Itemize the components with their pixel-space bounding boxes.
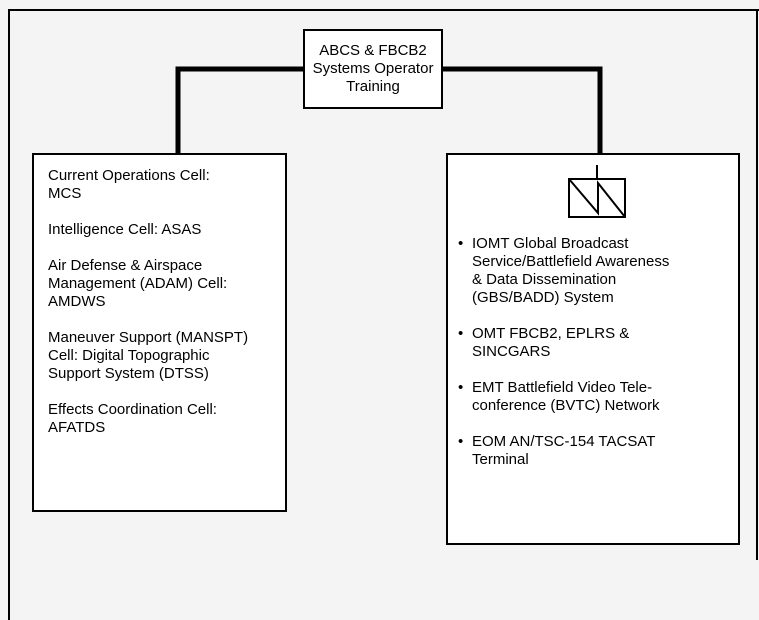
item-line: conference (BVTC) Network [472, 397, 660, 414]
item-line: IOMT Global Broadcast [472, 235, 629, 252]
item-line: MCS [48, 185, 82, 202]
item-line: AMDWS [48, 293, 106, 310]
item-line: Current Operations Cell: [48, 167, 210, 184]
item-line: Support System (DTSS) [48, 365, 209, 382]
bullet: • [458, 379, 464, 396]
title-line: ABCS & FBCB2 [319, 42, 427, 59]
bullet: • [458, 235, 464, 252]
title-line: Training [346, 78, 400, 95]
item-line: Cell: Digital Topographic [48, 347, 210, 364]
item-line: OMT FBCB2, EPLRS & [472, 325, 630, 342]
item-line: Terminal [472, 451, 529, 468]
item-line: Management (ADAM) Cell: [48, 275, 228, 292]
item-line: AFATDS [48, 419, 106, 436]
operations-cells-box: Current Operations Cell: MCS Intelligenc… [32, 153, 287, 512]
systems-box: • IOMT Global Broadcast Service/Battlefi… [446, 153, 740, 545]
item-line: & Data Dissemination [472, 271, 617, 288]
title-box: ABCS & FBCB2 Systems Operator Training [303, 29, 443, 109]
title-line: Systems Operator [312, 60, 434, 77]
item-line: Effects Coordination Cell: [48, 401, 217, 418]
item-line: EOM AN/TSC-154 TACSAT [472, 433, 656, 450]
list-item: Effects Coordination Cell: AFATDS [48, 401, 277, 437]
bullet: • [458, 325, 464, 342]
item-line: (GBS/BADD) System [472, 289, 614, 306]
list-item: • OMT FBCB2, EPLRS & SINCGARS [458, 325, 732, 361]
list-item: Current Operations Cell: MCS [48, 167, 277, 203]
item-line: SINCGARS [472, 343, 551, 360]
right-connector [442, 66, 603, 153]
systems-list: • IOMT Global Broadcast Service/Battlefi… [458, 235, 732, 487]
left-connector [175, 66, 304, 153]
satellite-terminal-icon [568, 165, 626, 218]
item-line: Intelligence Cell: ASAS [48, 221, 202, 238]
list-item: Maneuver Support (MANSPT) Cell: Digital … [48, 329, 277, 383]
item-line: Air Defense & Airspace [48, 257, 203, 274]
list-item: • IOMT Global Broadcast Service/Battlefi… [458, 235, 732, 307]
list-item: Air Defense & Airspace Management (ADAM)… [48, 257, 277, 311]
bullet: • [458, 433, 464, 450]
list-item: • EOM AN/TSC-154 TACSAT Terminal [458, 433, 732, 469]
item-line: Service/Battlefield Awareness [472, 253, 670, 270]
list-item: • EMT Battlefield Video Tele- conference… [458, 379, 732, 415]
item-line: EMT Battlefield Video Tele- [472, 379, 653, 396]
item-line: Maneuver Support (MANSPT) [48, 329, 249, 346]
list-item: Intelligence Cell: ASAS [48, 221, 277, 239]
